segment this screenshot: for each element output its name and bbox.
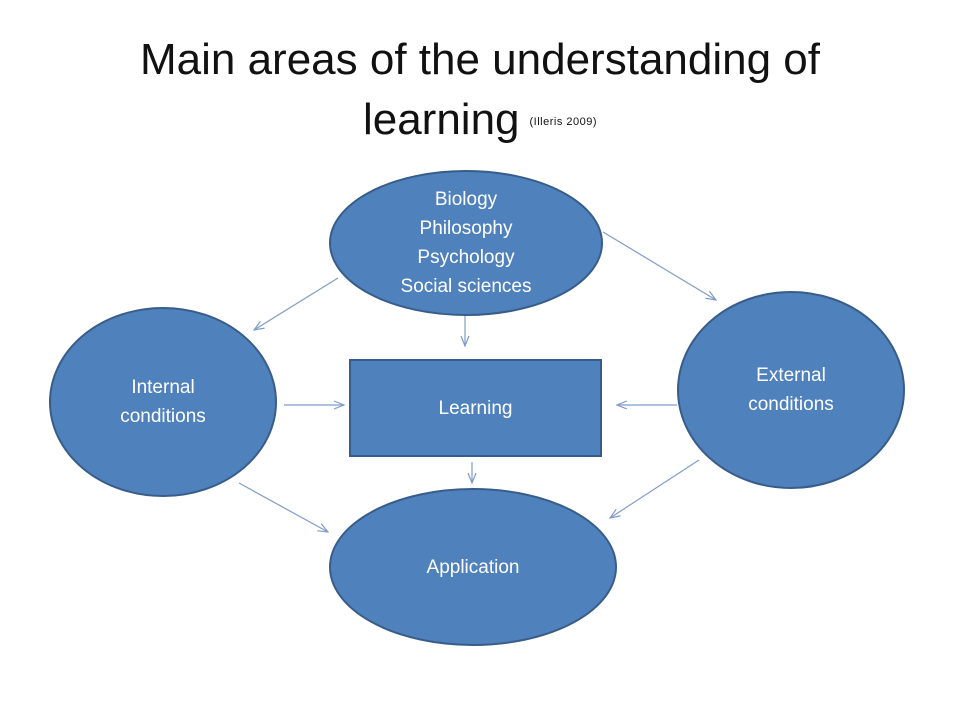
arrow-external-to-application — [610, 459, 700, 518]
title-line-2: learning (Illeris 2009) — [0, 90, 960, 152]
title-line-2-text: learning — [362, 95, 520, 144]
learning-box — [349, 359, 602, 457]
title-line-1: Main areas of the understanding of — [139, 35, 820, 84]
disciplines-ellipse — [329, 170, 603, 316]
slide-title: Main areas of the understanding of learn… — [0, 30, 960, 152]
application-ellipse — [329, 488, 617, 646]
arrow-disciplines-to-external — [602, 231, 716, 300]
external-conditions-ellipse — [677, 291, 905, 489]
citation: (Illeris 2009) — [529, 116, 598, 129]
internal-conditions-ellipse — [49, 307, 277, 497]
arrow-disciplines-to-internal — [254, 277, 339, 330]
arrow-internal-to-application — [238, 482, 328, 532]
